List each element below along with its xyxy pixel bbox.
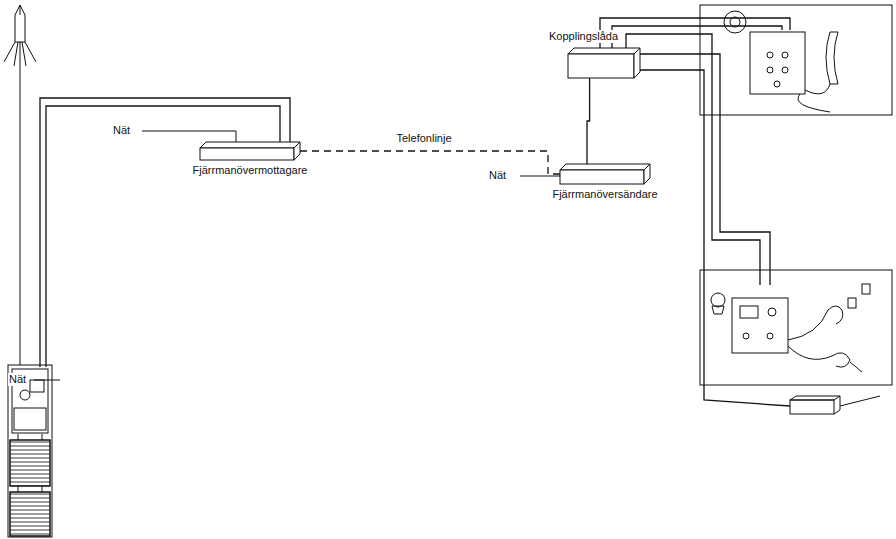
power-label: Nät bbox=[8, 373, 27, 386]
terminal-box bbox=[790, 396, 880, 414]
power-label: Nät bbox=[488, 169, 507, 182]
device-box: Kopplingslåda bbox=[568, 48, 640, 78]
box-outline bbox=[200, 142, 300, 160]
device-box: Fjärrmanöversändare bbox=[560, 164, 650, 184]
box-outline bbox=[560, 164, 650, 184]
telephone-panel bbox=[700, 5, 892, 115]
telephone-line bbox=[300, 151, 560, 174]
antenna bbox=[4, 5, 36, 365]
device-label: Kopplingslåda bbox=[548, 30, 619, 43]
device-label: Fjärrmanövermottagare bbox=[192, 164, 309, 177]
cable bbox=[34, 98, 560, 380]
operator-panel bbox=[700, 270, 892, 385]
box-outline bbox=[568, 48, 640, 78]
device-box: Fjärrmanövermottagare bbox=[200, 142, 300, 160]
equipment-rack bbox=[8, 365, 52, 537]
power-label: Nät bbox=[112, 124, 131, 137]
line-label: Telefonlinje bbox=[395, 132, 452, 145]
cable-connector bbox=[587, 78, 590, 164]
device-label: Fjärrmanöversändare bbox=[551, 188, 658, 201]
